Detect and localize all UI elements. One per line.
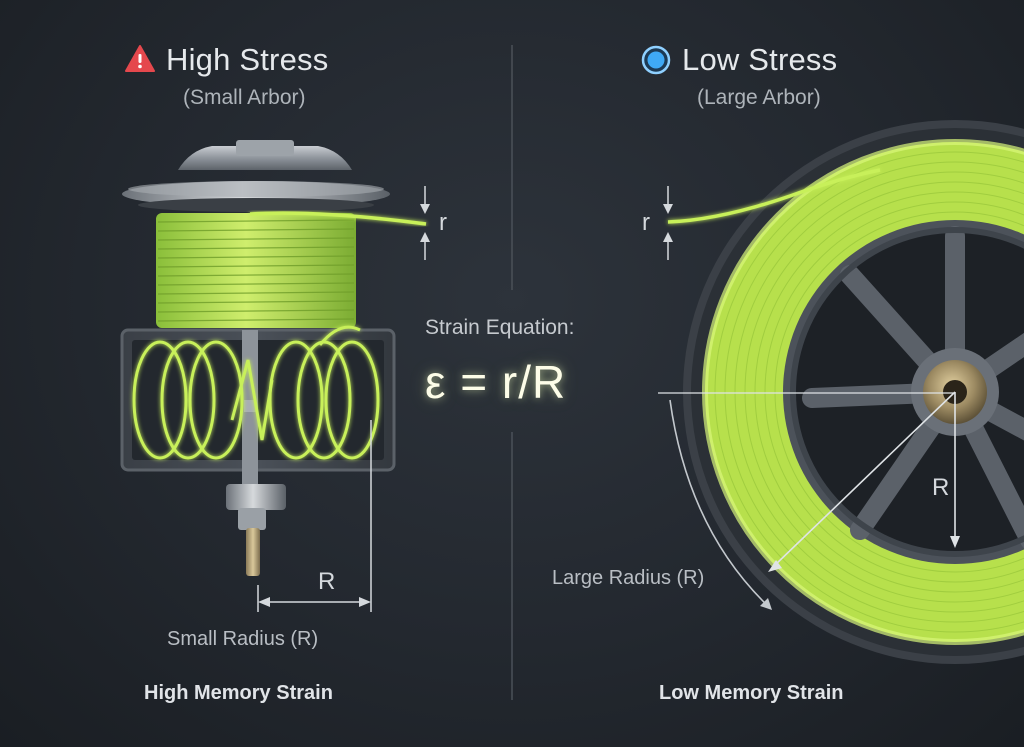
low-stress-title: Low Stress — [682, 42, 838, 77]
large-arbor-subtitle: (Large Arbor) — [697, 86, 821, 109]
left-radius-letter: R — [318, 568, 336, 595]
large-radius-label: Large Radius (R) — [552, 567, 705, 589]
spool-windings — [157, 219, 355, 322]
large-arbor-reel — [658, 120, 1024, 664]
high-memory-strain-footer: High Memory Strain — [144, 682, 333, 704]
small-arbor-subtitle: (Small Arbor) — [183, 86, 306, 109]
strain-equation: ε = r/R — [425, 356, 567, 408]
low-memory-strain-footer: Low Memory Strain — [659, 682, 844, 704]
line-pack-windings — [714, 151, 1024, 633]
left-line-thickness-label: r — [439, 209, 447, 236]
small-arbor-reel — [120, 140, 430, 612]
right-line-thickness-label: r — [642, 209, 650, 236]
warning-triangle-icon — [125, 45, 155, 72]
memory-coils — [132, 325, 380, 460]
high-stress-title: High Stress — [166, 42, 329, 77]
blue-dot-icon — [641, 45, 671, 75]
right-radius-letter: R — [932, 474, 950, 501]
small-radius-label: Small Radius (R) — [167, 628, 319, 650]
strain-equation-label: Strain Equation: — [425, 316, 575, 339]
